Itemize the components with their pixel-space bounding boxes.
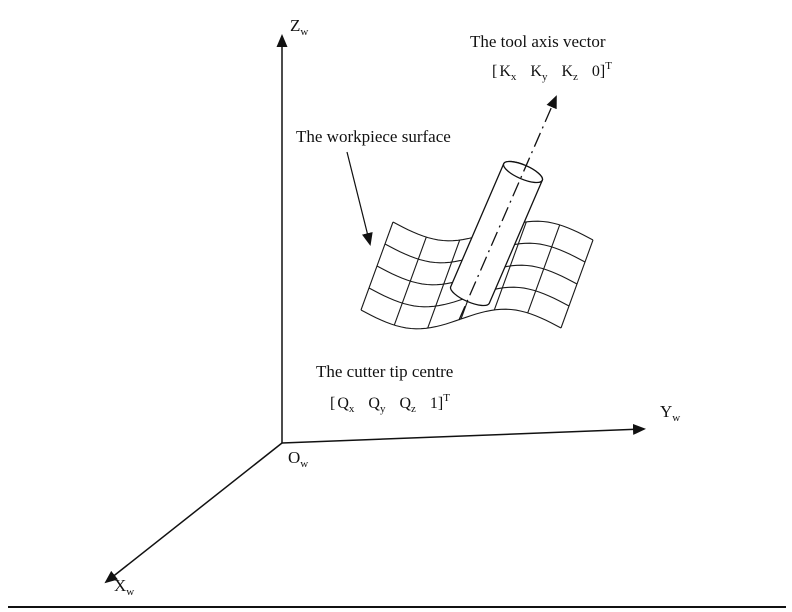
formula-token: Kx xyxy=(499,63,517,83)
coordinate-axes xyxy=(104,34,646,584)
origin-label: Ow xyxy=(288,448,308,470)
formula-token: Qy xyxy=(368,395,386,415)
tool-axis-vector-line xyxy=(458,95,557,321)
axis-subscript: w xyxy=(300,458,309,470)
tool-axis-vector-label: The tool axis vector xyxy=(470,32,606,51)
formula-token: [ xyxy=(492,63,498,80)
formula-token: Qz xyxy=(399,395,416,415)
axis-subscript: w xyxy=(300,26,309,38)
tool-axis-vector-formula: [Kx Ky Kz 0]T xyxy=(492,60,612,83)
surface-grid-line xyxy=(393,236,427,326)
cutter-tip-formula: [Qx Qy Qz 1]T xyxy=(330,392,450,415)
tool-cylinder xyxy=(449,160,544,307)
axis-subscript: w xyxy=(126,586,135,598)
formula-token: T xyxy=(443,392,450,404)
surface-grid-line xyxy=(427,239,461,329)
y-axis xyxy=(281,423,646,444)
formula-token: 0 xyxy=(591,63,600,80)
surface-grid-line xyxy=(527,224,561,314)
axis-subscript: w xyxy=(672,412,681,424)
formula-token: Qx xyxy=(337,395,355,415)
z-axis-label: Zw xyxy=(290,16,308,38)
scan-edge-line xyxy=(8,606,786,608)
y-axis-label: Yw xyxy=(660,402,680,424)
formula-token: T xyxy=(605,60,612,72)
formula-token: ] xyxy=(437,395,444,412)
formula-token: [ xyxy=(330,395,336,412)
axis-letter: X xyxy=(114,576,127,595)
formula-token: 1 xyxy=(429,395,438,412)
axis-letter: O xyxy=(288,448,301,467)
x-axis-label: Xw xyxy=(114,576,134,598)
axis-letter: Y xyxy=(660,402,673,421)
x-axis xyxy=(104,442,283,584)
surface-grid-line xyxy=(560,239,594,329)
formula-token: Kz xyxy=(561,63,578,83)
axis-letter: Z xyxy=(290,16,301,35)
formula-token: ] xyxy=(599,63,606,80)
workpiece-leader-arrow xyxy=(346,151,373,246)
surface-grid-line xyxy=(360,221,394,311)
surface-grid-line xyxy=(493,221,527,311)
formula-token: Ky xyxy=(530,63,548,83)
cutter-tip-label: The cutter tip centre xyxy=(316,362,454,381)
workpiece-surface-label: The workpiece surface xyxy=(296,127,451,146)
